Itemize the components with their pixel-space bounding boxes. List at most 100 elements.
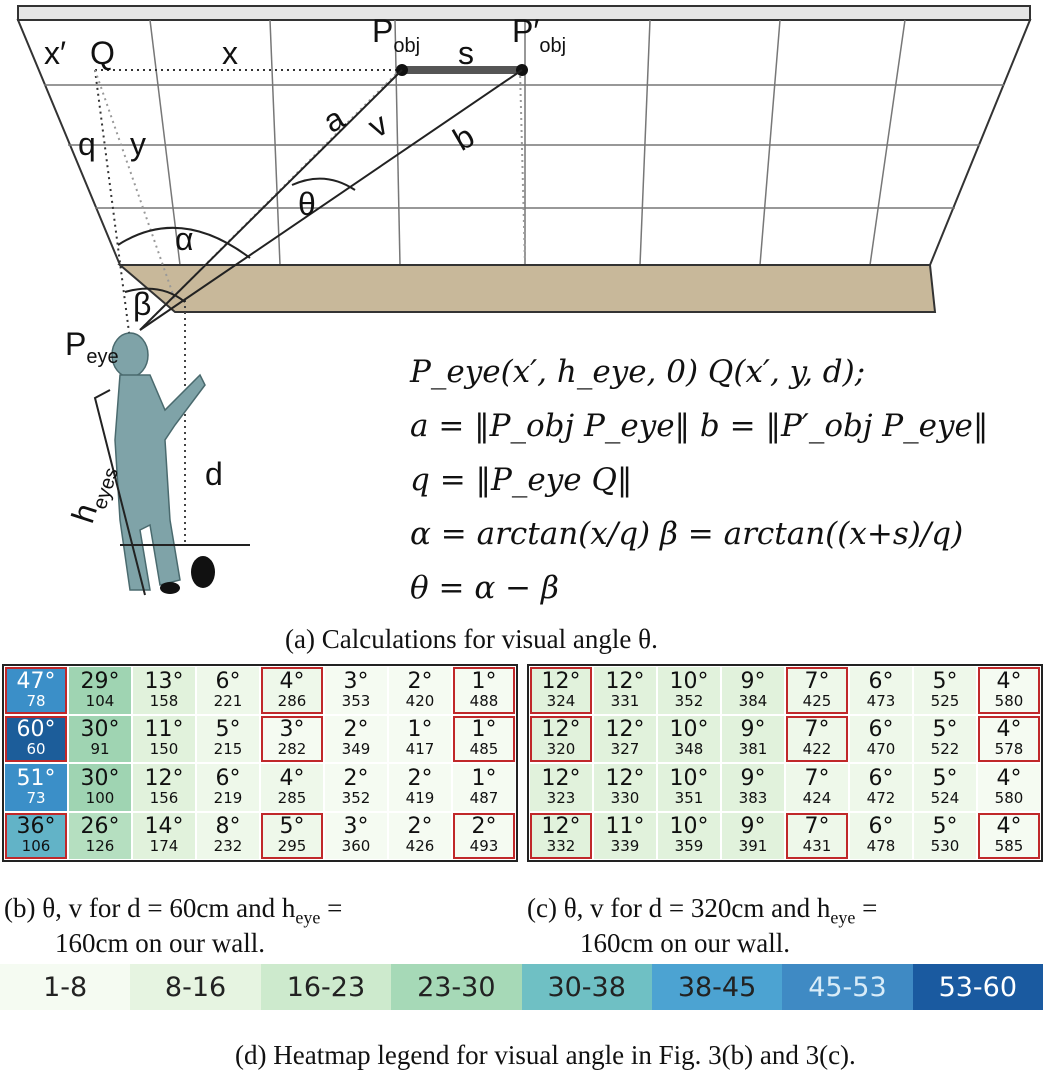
floor <box>117 264 937 313</box>
caption-b: (b) θ, v for d = 60cm and heye = <box>4 893 343 928</box>
cell-angle: 12° <box>605 668 645 694</box>
beta-arc <box>124 287 186 303</box>
heatmap-cell: 4°585 <box>978 812 1040 859</box>
cell-angle: 1° <box>471 717 497 743</box>
legend-item: 53-60 <box>912 964 1043 1010</box>
heatmap-cell: 9°381 <box>722 715 784 762</box>
heatmap-cell: 2°349 <box>325 715 387 762</box>
cell-angle: 29° <box>80 668 120 694</box>
heatmap-cell: 47°78 <box>5 667 67 714</box>
heatmap-cell: 12°324 <box>530 667 592 714</box>
equation-3: q = ‖P_eye Q‖ <box>410 462 633 498</box>
cell-angle: 4° <box>279 668 305 694</box>
heatmap-cell: 8°232 <box>197 812 259 859</box>
cell-distance: 524 <box>930 788 960 807</box>
cell-distance: 580 <box>994 788 1024 807</box>
alpha-arc <box>117 226 251 259</box>
heatmap-cell: 3°282 <box>261 715 323 762</box>
cell-distance: 383 <box>738 788 768 807</box>
cell-distance: 78 <box>26 691 46 710</box>
cell-distance: 348 <box>674 740 704 759</box>
heatmap-cell: 12°327 <box>594 715 656 762</box>
cell-angle: 5° <box>279 814 305 840</box>
person-icon <box>111 332 206 591</box>
cell-angle: 36° <box>16 814 56 840</box>
theta-arc <box>291 177 356 191</box>
cell-distance: 391 <box>738 837 768 856</box>
heatmap-cell: 2°352 <box>325 764 387 811</box>
cell-angle: 9° <box>740 717 766 743</box>
cell-angle: 5° <box>932 717 958 743</box>
cell-angle: 10° <box>669 765 709 791</box>
heatmap-cell: 14°174 <box>133 812 195 859</box>
cell-distance: 332 <box>546 837 576 856</box>
cell-angle: 26° <box>80 814 120 840</box>
cell-distance: 522 <box>930 740 960 759</box>
heatmap-cell: 13°158 <box>133 667 195 714</box>
heatmap-cell: 9°384 <box>722 667 784 714</box>
heatmap-cell: 2°493 <box>453 812 515 859</box>
label-p-eye: Peye <box>65 326 119 368</box>
heatmap-cell: 10°348 <box>658 715 720 762</box>
cell-distance: 420 <box>405 691 435 710</box>
cell-angle: 7° <box>804 668 830 694</box>
label-p-obj-prime: P′obj <box>512 13 566 57</box>
label-x: x <box>222 35 238 71</box>
cell-distance: 425 <box>802 691 832 710</box>
cell-angle: 9° <box>740 814 766 840</box>
label-alpha: α <box>175 221 194 257</box>
heatmap-cell: 2°419 <box>389 764 451 811</box>
cell-distance: 282 <box>277 740 307 759</box>
cell-distance: 221 <box>213 691 243 710</box>
cell-distance: 91 <box>90 740 110 759</box>
cell-distance: 530 <box>930 837 960 856</box>
legend-item: 1-8 <box>0 964 131 1010</box>
cell-angle: 14° <box>144 814 184 840</box>
equation-2: a = ‖P_obj P_eye‖ b = ‖P′_obj P_eye‖ <box>410 408 989 444</box>
cell-distance: 485 <box>469 740 499 759</box>
cell-angle: 4° <box>996 814 1022 840</box>
cell-distance: 331 <box>610 691 640 710</box>
equation-1: P_eye(x′, h_eye, 0) Q(x′, y, d); <box>410 354 866 390</box>
heatmap-cell: 3°353 <box>325 667 387 714</box>
cell-distance: 352 <box>341 788 371 807</box>
heatmap-cell: 6°470 <box>850 715 912 762</box>
cell-distance: 353 <box>341 691 371 710</box>
cell-distance: 422 <box>802 740 832 759</box>
heatmap-cell: 11°150 <box>133 715 195 762</box>
heatmap-cell: 10°352 <box>658 667 720 714</box>
heatmap-cell: 12°331 <box>594 667 656 714</box>
cell-distance: 286 <box>277 691 307 710</box>
heatmap-cell: 2°426 <box>389 812 451 859</box>
heatmap-cell: 29°104 <box>69 667 131 714</box>
cell-distance: 470 <box>866 740 896 759</box>
cell-angle: 11° <box>605 814 645 840</box>
cell-distance: 487 <box>469 788 499 807</box>
cell-angle: 60° <box>16 717 56 743</box>
cell-angle: 7° <box>804 765 830 791</box>
cell-distance: 349 <box>341 740 371 759</box>
cell-distance: 360 <box>341 837 371 856</box>
cell-angle: 2° <box>407 668 433 694</box>
cell-angle: 10° <box>669 668 709 694</box>
equation-4: α = arctan(x/q) β = arctan((x+s)/q) <box>410 516 964 552</box>
cell-angle: 7° <box>804 717 830 743</box>
heatmap-cell: 1°488 <box>453 667 515 714</box>
cell-angle: 5° <box>932 814 958 840</box>
cell-distance: 324 <box>546 691 576 710</box>
cell-angle: 11° <box>144 717 184 743</box>
heatmap-cell: 4°578 <box>978 715 1040 762</box>
heatmap-cell: 12°320 <box>530 715 592 762</box>
cell-angle: 2° <box>343 765 369 791</box>
legend-item: 38-45 <box>651 964 783 1010</box>
heatmap-cell: 1°487 <box>453 764 515 811</box>
cell-distance: 295 <box>277 837 307 856</box>
cell-angle: 10° <box>669 717 709 743</box>
cell-angle: 30° <box>80 765 120 791</box>
heatmap-cell: 1°417 <box>389 715 451 762</box>
heatmap-cell: 7°425 <box>786 667 848 714</box>
cell-angle: 12° <box>605 717 645 743</box>
cell-angle: 6° <box>868 668 894 694</box>
